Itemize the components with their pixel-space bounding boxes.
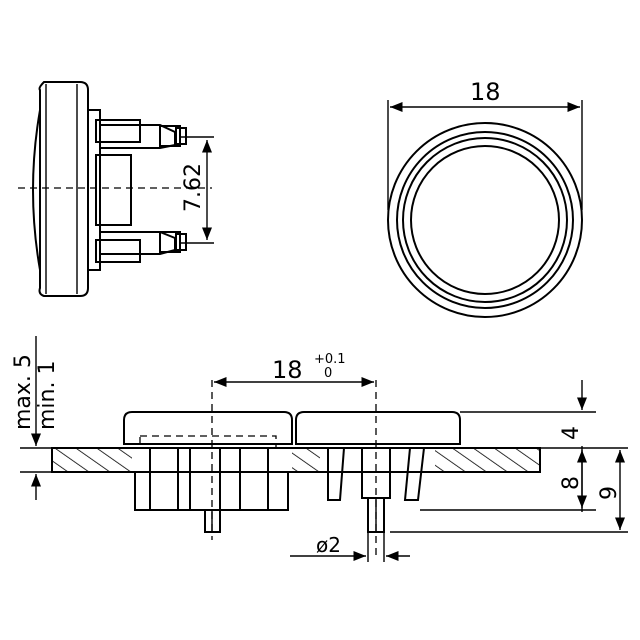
panel-thickness-min: min. 1 bbox=[35, 361, 60, 430]
side-view: 7.62 bbox=[18, 81, 214, 297]
front-view: 18 bbox=[387, 78, 583, 318]
side-view-cap bbox=[38, 81, 89, 297]
front-view-lens bbox=[410, 145, 560, 295]
front-view-outer-ring bbox=[387, 122, 583, 318]
pin-spacing-label: 7.62 bbox=[181, 163, 206, 212]
section-view: 18 +0.1 0 max. 5 min. 1 4 8 9 ø2 bbox=[11, 336, 628, 562]
side-view-lens bbox=[32, 109, 41, 271]
pin-diameter-label: ø2 bbox=[316, 533, 341, 557]
diameter-label: 18 bbox=[470, 78, 501, 106]
right-button-cap bbox=[295, 411, 461, 445]
body-depth-label: 8 bbox=[559, 476, 584, 490]
tolerance-lower: 0 bbox=[324, 366, 332, 381]
mounting-panel bbox=[51, 447, 541, 473]
cap-height-label: 4 bbox=[559, 426, 584, 440]
tolerance-upper: +0.1 bbox=[314, 352, 346, 367]
total-depth-label: 9 bbox=[597, 486, 622, 500]
left-button-cap bbox=[123, 411, 293, 445]
panel-thickness-max: max. 5 bbox=[11, 354, 36, 430]
panel-spacing-label: 18 bbox=[272, 356, 303, 384]
